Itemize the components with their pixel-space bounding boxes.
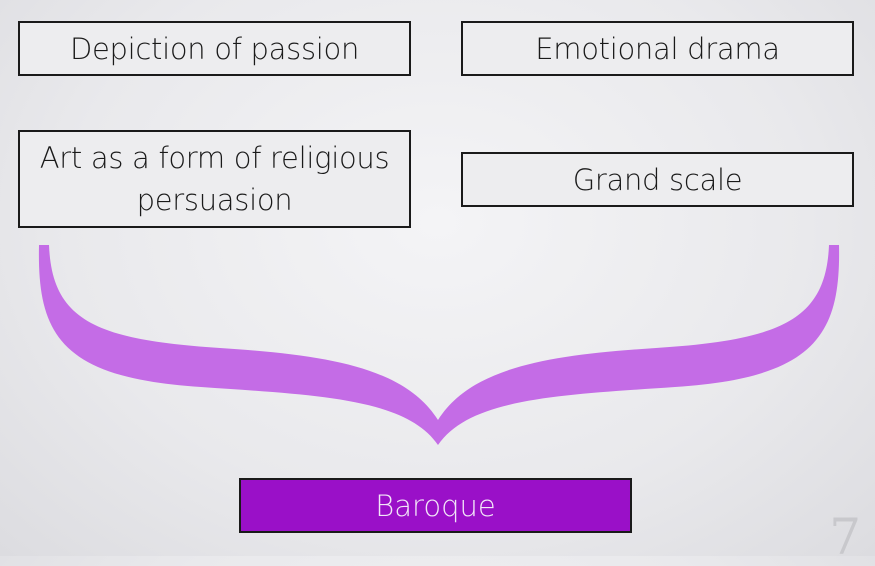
box-label: Art as a form of religious persuasion bbox=[39, 141, 390, 217]
brace-shape bbox=[38, 245, 840, 445]
box-depiction-of-passion: Depiction of passion bbox=[18, 21, 411, 76]
box-emotional-drama: Emotional drama bbox=[461, 21, 854, 76]
result-label: Baroque bbox=[375, 488, 496, 523]
slide-number: 7 bbox=[829, 508, 861, 566]
box-grand-scale: Grand scale bbox=[461, 152, 854, 207]
box-religious-persuasion: Art as a form of religious persuasion bbox=[18, 130, 411, 228]
box-label: Grand scale bbox=[572, 162, 743, 197]
box-label: Depiction of passion bbox=[69, 31, 360, 66]
box-label: Emotional drama bbox=[535, 31, 780, 66]
result-box-baroque: Baroque bbox=[239, 478, 632, 533]
